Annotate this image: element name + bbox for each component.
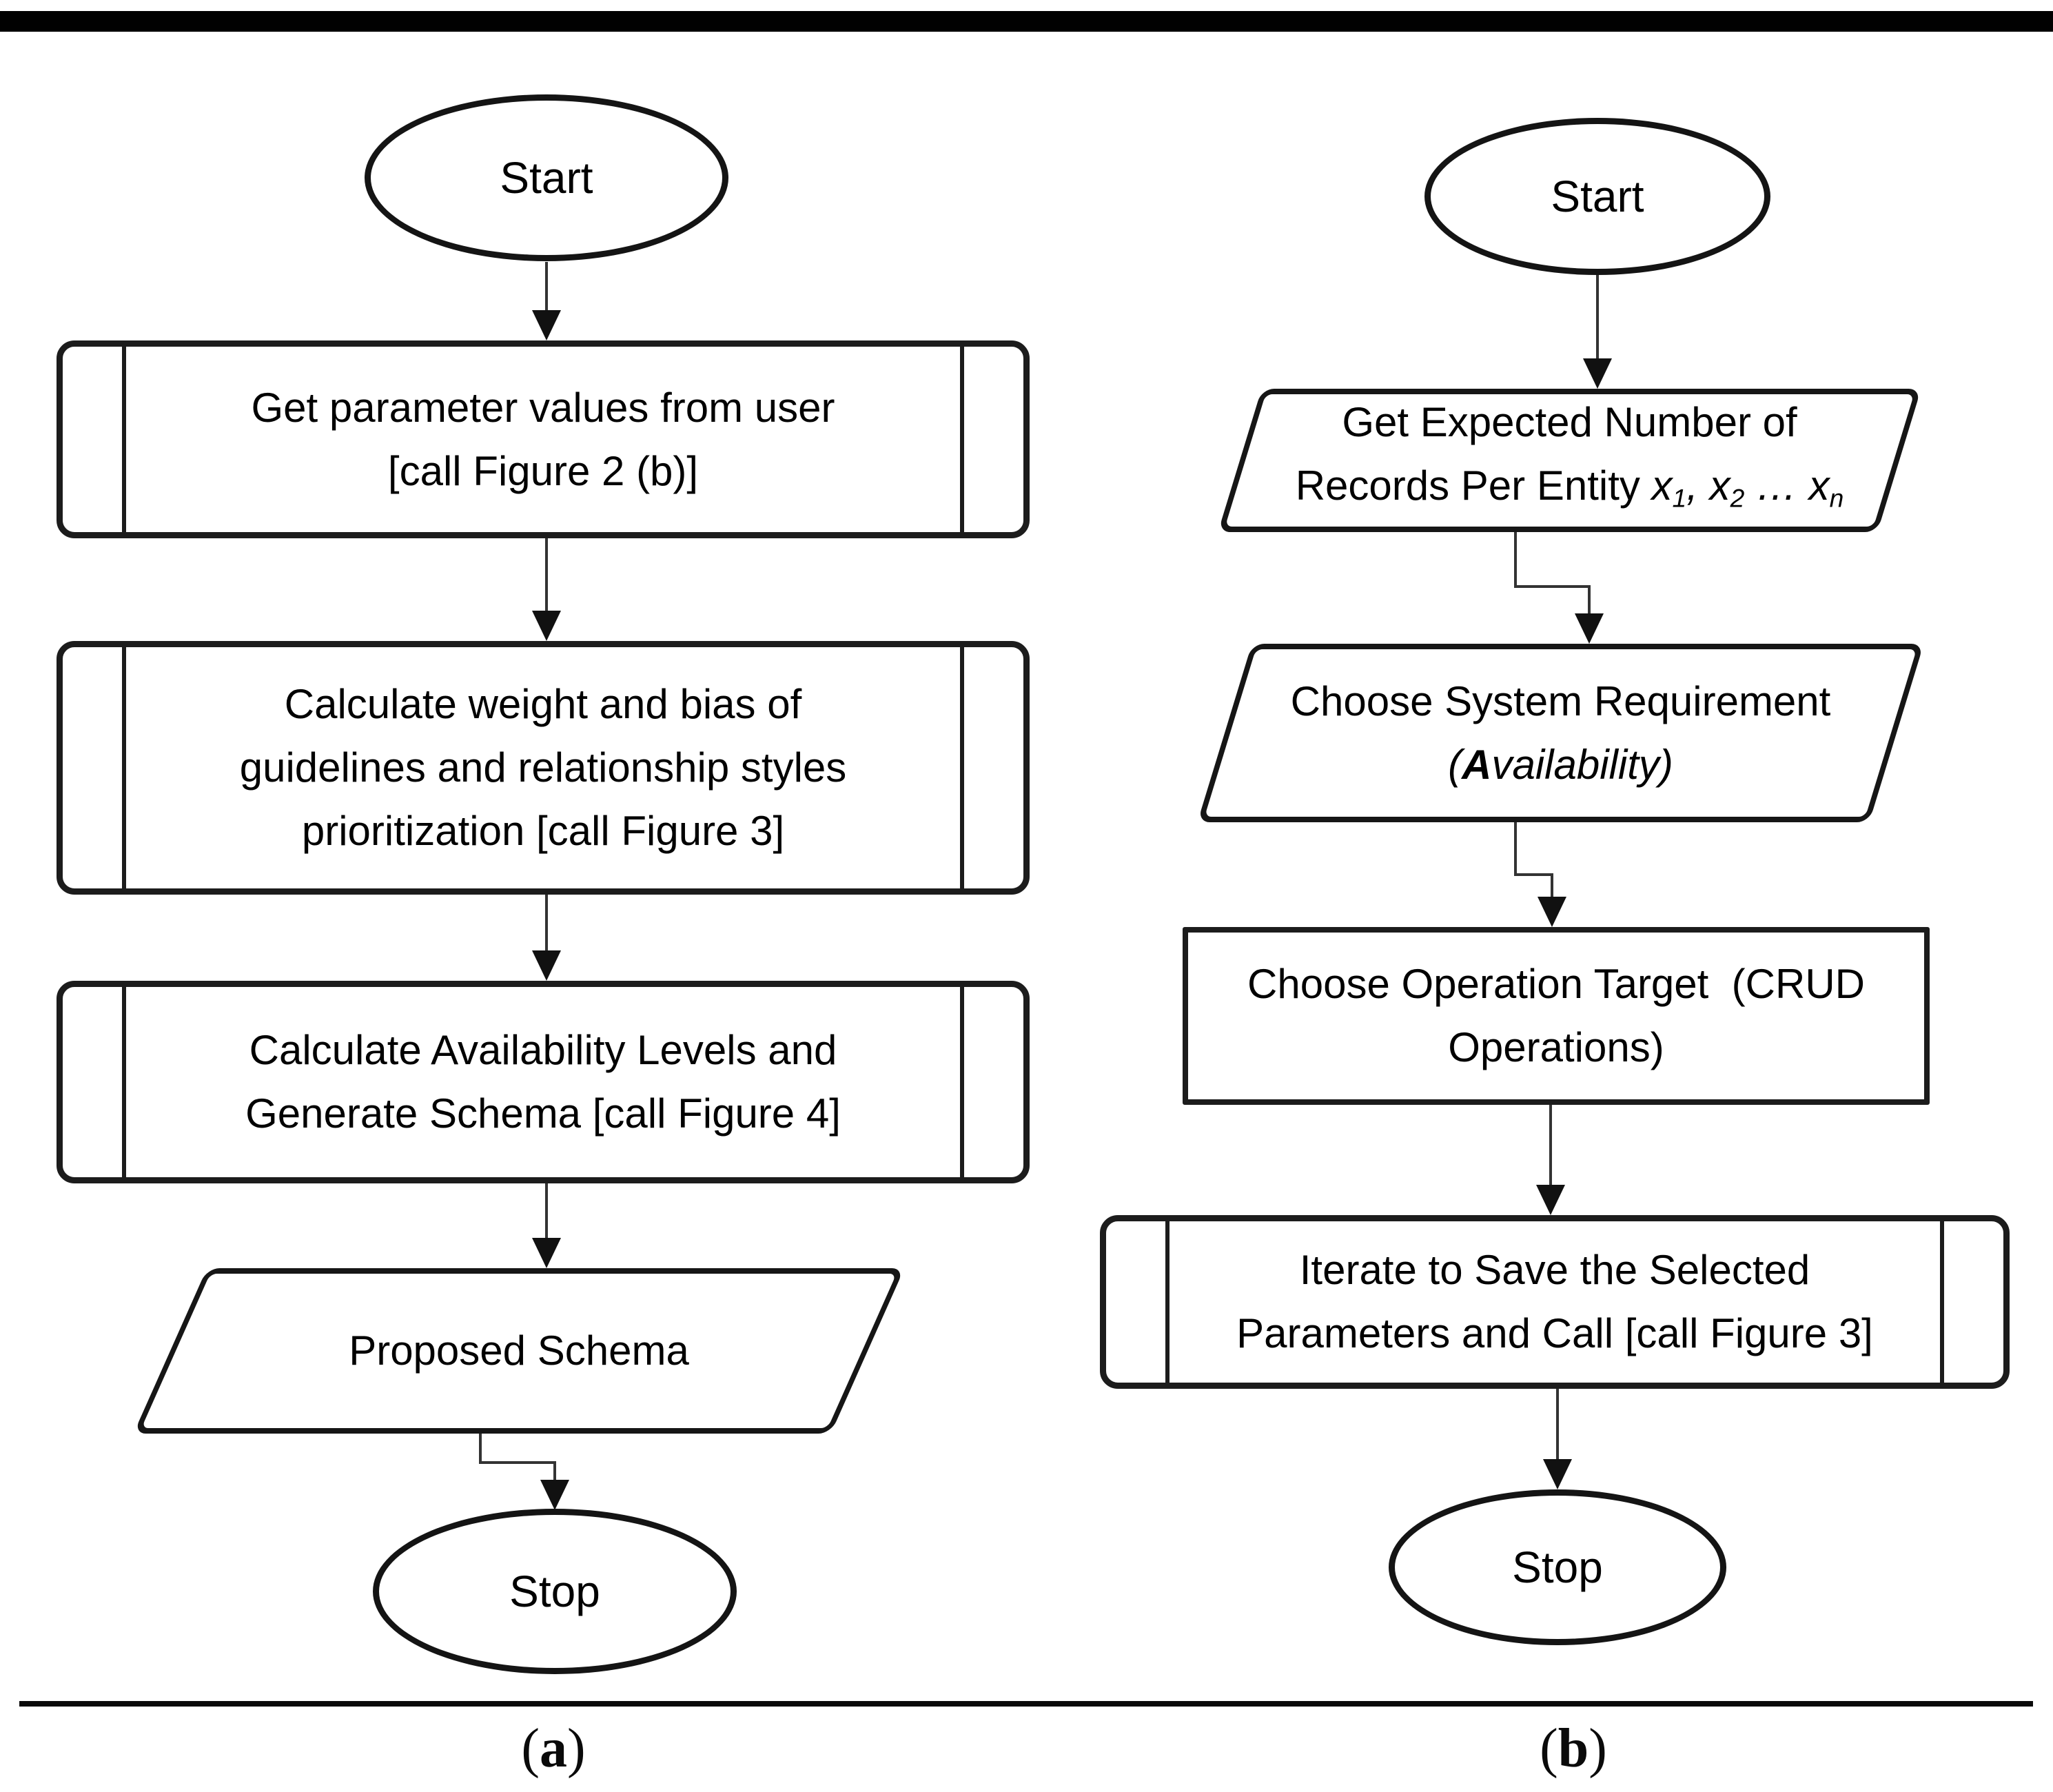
connector-a-start-to-step1 <box>532 262 561 340</box>
predefined-right-bar <box>960 647 964 888</box>
a-stop-terminator: Stop <box>373 1509 737 1674</box>
top-rule <box>0 11 2053 32</box>
predefined-left-bar <box>122 347 126 532</box>
predefined-right-bar <box>960 987 964 1177</box>
b-start-label: Start <box>1551 172 1644 221</box>
b-process-choose-operation-target: Choose Operation Target (CRUD Operations… <box>1183 927 1930 1105</box>
connector-b-input-to-requirement <box>1514 531 1604 644</box>
b-io-choose-system-requirement: Choose System Requirement (Availability) <box>1197 644 1924 822</box>
connector-a-output-to-stop <box>479 1431 569 1510</box>
predefined-left-bar <box>122 987 126 1177</box>
a-predefined-calculate-availability: Calculate Availability Levels and Genera… <box>57 981 1030 1183</box>
predefined-left-bar <box>122 647 126 888</box>
predefined-right-bar <box>960 347 964 532</box>
predefined-right-bar <box>1940 1221 1944 1383</box>
b-input-text: Get Expected Number of Records Per Entit… <box>1295 399 1844 513</box>
b-iterate-text: Iterate to Save the Selected Parameters … <box>1236 1247 1873 1356</box>
predefined-left-bar <box>1165 1221 1170 1383</box>
a-step2-text: Calculate weight and bias of guidelines … <box>239 681 847 854</box>
a-output-text: Proposed Schema <box>349 1327 689 1374</box>
b-target-text: Choose Operation Target (CRUD Operations… <box>1247 961 1865 1070</box>
connector-b-target-to-iterate <box>1536 1103 1565 1215</box>
a-start-label: Start <box>500 153 593 203</box>
connector-a-step3-to-output <box>532 1183 561 1268</box>
a-stop-label: Stop <box>509 1567 600 1616</box>
a-predefined-get-parameter-values: Get parameter values from user [call Fig… <box>57 340 1030 538</box>
panel-a-caption-text: (a) <box>521 1718 586 1779</box>
b-requirement-text: Choose System Requirement (Availability) <box>1290 678 1831 788</box>
bottom-rule <box>19 1701 2033 1707</box>
a-io-proposed-schema: Proposed Schema <box>133 1268 905 1434</box>
connector-a-step1-to-step2 <box>532 538 561 641</box>
b-stop-terminator: Stop <box>1389 1489 1726 1645</box>
a-step3-text: Calculate Availability Levels and Genera… <box>245 1027 841 1137</box>
connector-b-start-to-input <box>1583 274 1612 389</box>
a-start-terminator: Start <box>365 94 728 261</box>
a-predefined-calculate-weight-bias: Calculate weight and bias of guidelines … <box>57 641 1030 895</box>
connector-a-step2-to-step3 <box>532 895 561 981</box>
a-step1-text: Get parameter values from user [call Fig… <box>251 384 835 494</box>
b-start-terminator: Start <box>1424 118 1770 275</box>
b-stop-label: Stop <box>1512 1542 1603 1592</box>
panel-b-caption: (b) <box>1470 1718 1677 1780</box>
connector-b-iterate-to-stop <box>1543 1387 1572 1489</box>
b-predefined-iterate-save-parameters: Iterate to Save the Selected Parameters … <box>1100 1215 2010 1389</box>
panel-b-caption-text: (b) <box>1540 1718 1607 1779</box>
b-io-get-expected-records: Get Expected Number of Records Per Entit… <box>1218 389 1921 532</box>
connector-b-requirement-to-target <box>1514 821 1566 927</box>
panel-a-caption: (a) <box>450 1718 657 1780</box>
